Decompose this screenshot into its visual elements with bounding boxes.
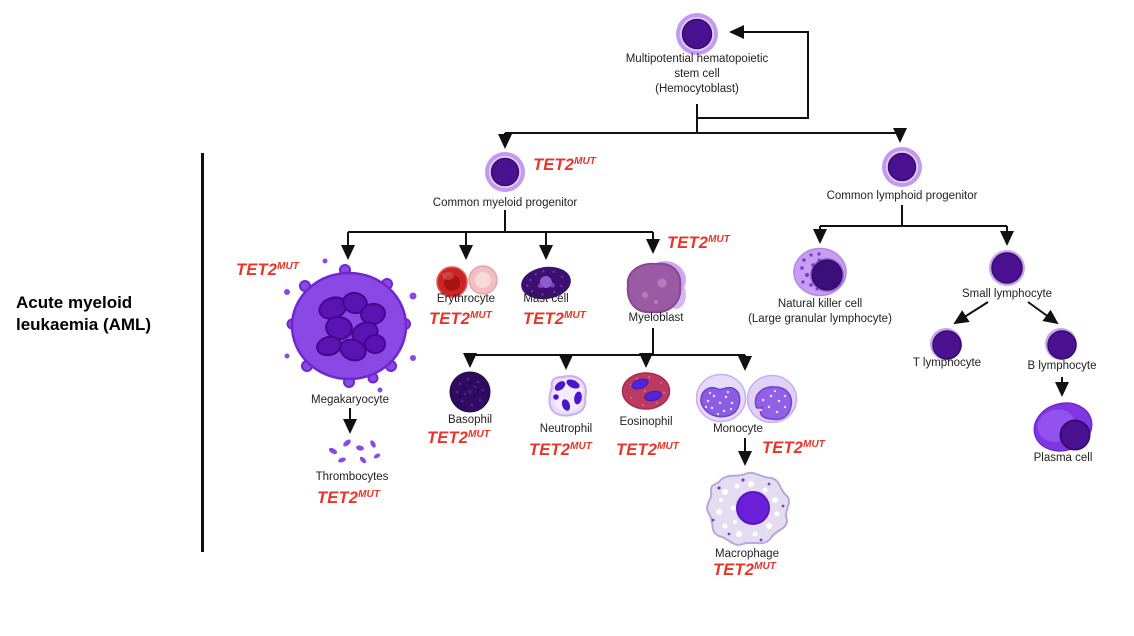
mutation-tag-mast-cell: TET2MUT (523, 310, 586, 328)
label-erythrocyte: Erythrocyte (436, 293, 496, 305)
label-b-lymphocyte: B lymphocyte (1027, 360, 1097, 372)
common-lymphoid-progenitor-icon (882, 147, 922, 187)
mutation-tag-basophil: TET2MUT (427, 429, 490, 447)
mutation-tag-myeloblast: TET2MUT (667, 234, 730, 252)
label-common-lymphoid-progenitor: Common lymphoid progenitor (826, 190, 978, 202)
label-natural-killer-cell: Natural killer cell (Large granular lymp… (748, 298, 892, 325)
aml-side-label: Acute myeloid leukaemia (AML) (16, 293, 152, 334)
t-lymphocyte-icon (930, 328, 962, 360)
label-megakaryocyte: Megakaryocyte (311, 394, 389, 406)
label-eosinophil: Eosinophil (619, 416, 673, 428)
basophil-icon (449, 371, 491, 413)
label-stem-cell: Multipotential hematopoietic stem cell (… (625, 53, 769, 95)
mast-cell-icon (521, 266, 571, 300)
mutation-tag-erythrocyte: TET2MUT (429, 310, 492, 328)
label-common-myeloid-progenitor: Common myeloid progenitor (432, 197, 578, 209)
label-small-lymphocyte: Small lymphocyte (961, 288, 1053, 300)
stem-cell-icon (676, 13, 718, 55)
myeloblast-icon (626, 261, 686, 314)
label-basophil: Basophil (447, 414, 493, 426)
label-t-lymphocyte: T lymphocyte (912, 357, 982, 369)
aml-bracket-line (201, 153, 204, 552)
label-neutrophil: Neutrophil (539, 423, 593, 435)
neutrophil-icon (548, 375, 587, 417)
mutation-tag-eosinophil: TET2MUT (616, 441, 679, 459)
common-myeloid-progenitor-icon (485, 152, 525, 192)
thrombocytes-icon (328, 439, 381, 464)
label-plasma-cell: Plasma cell (1033, 452, 1093, 464)
plasma-cell-icon (1033, 402, 1093, 452)
label-monocyte: Monocyte (713, 423, 763, 435)
eosinophil-icon (621, 372, 671, 410)
mutation-tag-cmp: TET2MUT (533, 156, 596, 174)
small-lymphocyte-icon (989, 250, 1025, 286)
label-macrophage: Macrophage (715, 548, 779, 560)
mutation-tag-macrophage: TET2MUT (713, 561, 776, 579)
monocyte-icon (696, 373, 798, 423)
macrophage-icon (706, 471, 790, 546)
mutation-tag-megakaryocyte: TET2MUT (236, 261, 299, 279)
erythrocyte-icon (436, 265, 498, 298)
label-mast-cell: Mast cell (523, 293, 569, 305)
mutation-tag-neutrophil: TET2MUT (529, 441, 592, 459)
self-renewal-arrow (697, 25, 809, 119)
megakaryocyte-icon (284, 258, 417, 393)
label-myeloblast: Myeloblast (628, 312, 684, 324)
natural-killer-cell-icon (793, 247, 847, 297)
mutation-tag-thrombocytes: TET2MUT (317, 489, 380, 507)
mutation-tag-monocyte: TET2MUT (762, 439, 825, 457)
b-lymphocyte-icon (1045, 328, 1077, 360)
label-thrombocytes: Thrombocytes (315, 471, 389, 483)
